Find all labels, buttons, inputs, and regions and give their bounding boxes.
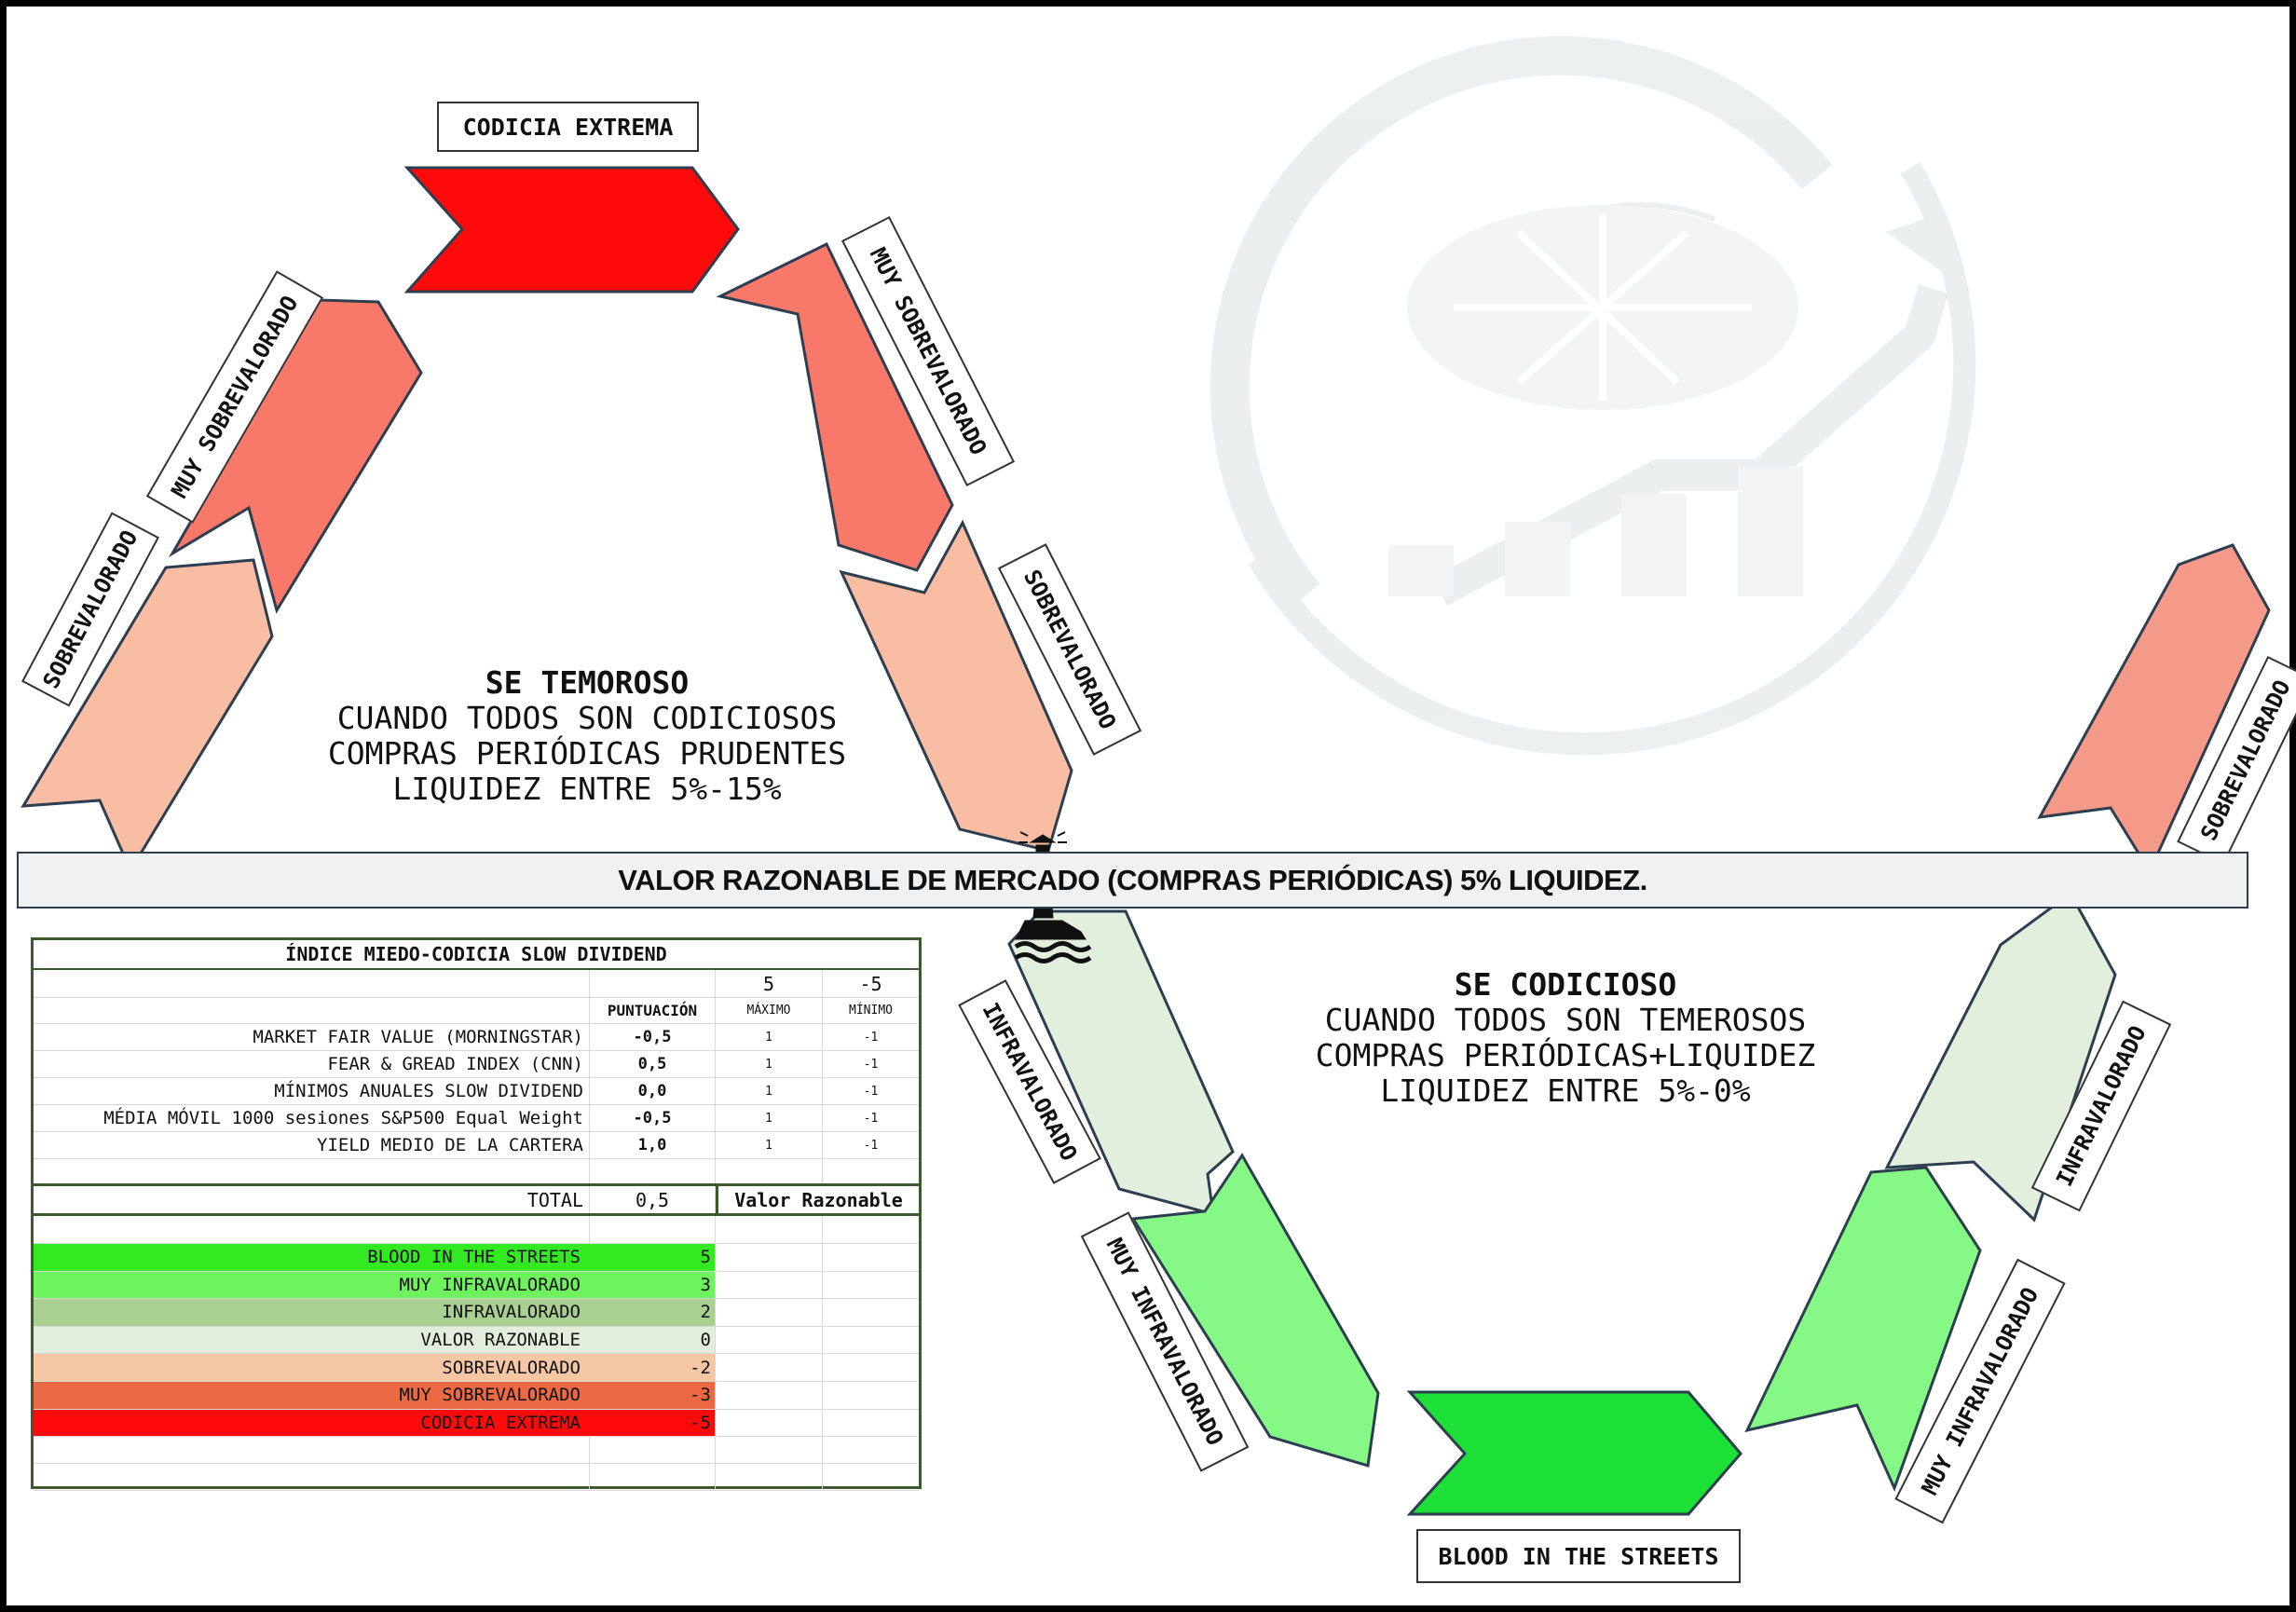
total-value: 0,5 [590, 1186, 716, 1213]
indicator-min: -1 [863, 1111, 879, 1126]
indicator-max: 1 [716, 1024, 823, 1050]
table-spacer-row [34, 1464, 919, 1491]
indicator-name: MÉDIA MÓVIL 1000 sesiones S&P500 Equal W… [34, 1105, 590, 1131]
cycle-arrows [20, 166, 2271, 1516]
fearful-heading: SE TEMOROSO [485, 664, 690, 701]
fair-value-bar: VALOR RAZONABLE DE MERCADO (COMPRAS PERI… [17, 852, 2248, 908]
table-title: ÍNDICE MIEDO-CODICIA SLOW DIVIDEND [285, 943, 667, 965]
arrow-sobrevalorado-left [20, 558, 274, 874]
level-value: 2 [590, 1299, 716, 1326]
table-spacer-row [34, 1437, 919, 1464]
arrow-sobrevalorado-far-right [2037, 543, 2271, 875]
indicator-max: 1 [716, 1132, 823, 1158]
arrow-muy-infravalorado-right [1744, 1166, 1982, 1492]
level-name: SOBREVALORADO [34, 1354, 590, 1381]
greedy-heading: SE CODICIOSO [1454, 966, 1677, 1003]
indicator-min: -1 [863, 1084, 879, 1099]
table-header-row: PUNTUACIÓN MÁXIMO MÍNIMO [34, 998, 919, 1024]
total-result: Valor Razonable [716, 1186, 919, 1213]
arrow-muy-infravalorado-left [1130, 1153, 1380, 1468]
level-row: SOBREVALORADO-2 [34, 1354, 919, 1382]
level-name: CODICIA EXTREMA [34, 1409, 590, 1437]
label-blood-in-the-streets: BLOOD IN THE STREETS [1416, 1529, 1741, 1583]
level-name: INFRAVALORADO [34, 1299, 590, 1326]
indicator-row: MÍNIMOS ANUALES SLOW DIVIDEND 0,0 1 -1 [34, 1078, 919, 1105]
table-range-row: 5 -5 [34, 970, 919, 998]
greedy-line-1: CUANDO TODOS SON TEMEROSOS [1324, 1001, 1807, 1038]
indicator-name: MARKET FAIR VALUE (MORNINGSTAR) [34, 1024, 590, 1050]
table-total-row: TOTAL 0,5 Valor Razonable [34, 1186, 919, 1216]
level-name: MUY SOBREVALORADO [34, 1382, 590, 1409]
min-value: -5 [859, 972, 882, 995]
table-title-row: ÍNDICE MIEDO-CODICIA SLOW DIVIDEND [34, 940, 919, 970]
fair-value-bar-text: VALOR RAZONABLE DE MERCADO (COMPRAS PERI… [618, 863, 1647, 896]
indicator-max: 1 [716, 1051, 823, 1077]
indicator-min: -1 [863, 1057, 879, 1072]
col-min-header: MÍNIMO [849, 1004, 893, 1018]
level-value: -5 [590, 1409, 716, 1437]
indicator-row: YIELD MEDIO DE LA CARTERA 1,0 1 -1 [34, 1132, 919, 1159]
fear-greed-index-table: ÍNDICE MIEDO-CODICIA SLOW DIVIDEND 5 -5 … [31, 937, 922, 1491]
fearful-line-2: COMPRAS PERIÓDICAS PRUDENTES [327, 734, 847, 772]
level-value: 5 [590, 1244, 716, 1271]
level-value: 3 [590, 1271, 716, 1299]
level-row: MUY SOBREVALORADO-3 [34, 1382, 919, 1410]
indicator-row: MARKET FAIR VALUE (MORNINGSTAR) -0,5 1 -… [34, 1024, 919, 1051]
table-spacer-row [34, 1216, 919, 1244]
greedy-line-2: COMPRAS PERIÓDICAS+LIQUIDEZ [1315, 1036, 1816, 1073]
table-spacer-row [34, 1159, 919, 1186]
indicator-name: YIELD MEDIO DE LA CARTERA [34, 1132, 590, 1158]
level-row: CODICIA EXTREMA-5 [34, 1409, 919, 1438]
arrow-blood [1406, 1390, 1742, 1516]
col-max-header: MÁXIMO [716, 998, 823, 1023]
level-name: VALOR RAZONABLE [34, 1326, 590, 1354]
indicator-min: -1 [863, 1030, 879, 1045]
turtle-growth-logo-icon [1210, 35, 1976, 756]
indicator-row: FEAR & GREAD INDEX (CNN) 0,5 1 -1 [34, 1051, 919, 1078]
indicator-score: -0,5 [590, 1105, 716, 1131]
greedy-message: SE CODICIOSO CUANDO TODOS SON TEMEROSOS … [1286, 967, 1845, 1109]
indicator-row: MÉDIA MÓVIL 1000 sesiones S&P500 Equal W… [34, 1105, 919, 1132]
level-name: BLOOD IN THE STREETS [34, 1244, 590, 1271]
level-value: 0 [590, 1326, 716, 1354]
indicator-name: FEAR & GREAD INDEX (CNN) [34, 1051, 590, 1077]
level-name: MUY INFRAVALORADO [34, 1271, 590, 1299]
indicator-min: -1 [863, 1138, 879, 1153]
total-label: TOTAL [34, 1186, 590, 1213]
fearful-message: SE TEMOROSO CUANDO TODOS SON CODICIOSOS … [308, 665, 867, 807]
arrow-infravalorado-left [1007, 909, 1235, 1217]
level-value: -3 [590, 1382, 716, 1409]
indicator-max: 1 [716, 1078, 823, 1104]
indicator-score: -0,5 [590, 1024, 716, 1050]
arrow-sobrevalorado-right [839, 519, 1073, 853]
col-score-header: PUNTUACIÓN [590, 998, 716, 1023]
fearful-line-3: LIQUIDEZ ENTRE 5%-15% [392, 770, 782, 807]
greedy-line-3: LIQUIDEZ ENTRE 5%-0% [1380, 1072, 1751, 1109]
indicator-score: 0,0 [590, 1078, 716, 1104]
arrow-codicia-extrema [403, 166, 740, 294]
indicator-max: 1 [716, 1105, 823, 1131]
indicator-score: 0,5 [590, 1051, 716, 1077]
arrow-muy-sobrevalorado-right [716, 241, 954, 572]
indicator-name: MÍNIMOS ANUALES SLOW DIVIDEND [34, 1078, 590, 1104]
indicator-score: 1,0 [590, 1132, 716, 1158]
level-value: -2 [590, 1354, 716, 1381]
fearful-line-1: CUANDO TODOS SON CODICIOSOS [336, 699, 838, 736]
label-codicia-extrema: CODICIA EXTREMA [437, 102, 699, 152]
max-value: 5 [716, 970, 823, 997]
